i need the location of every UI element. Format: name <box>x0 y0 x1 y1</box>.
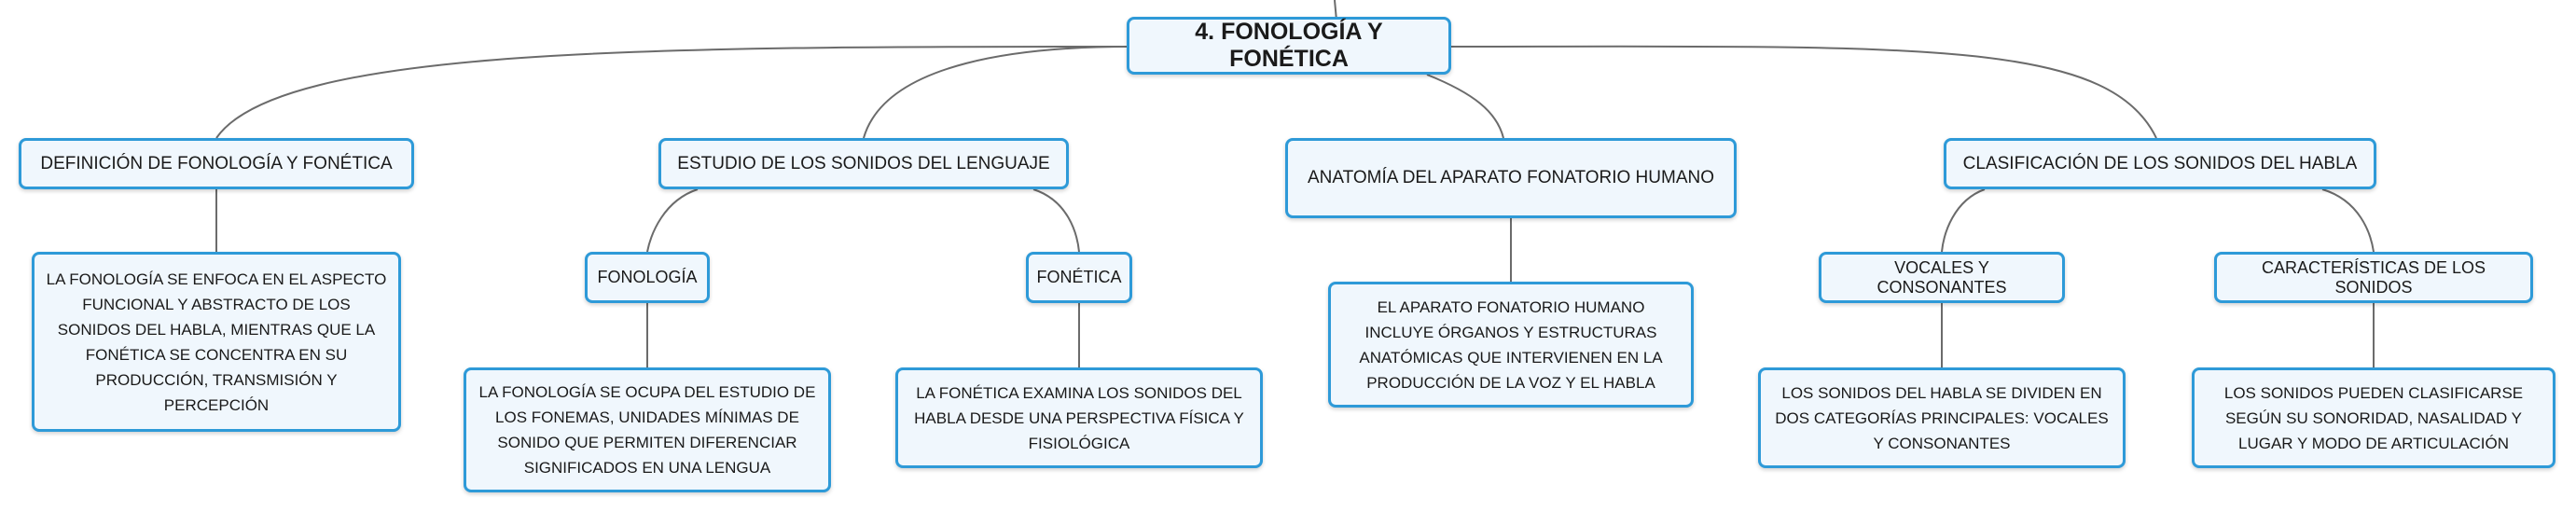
connector-root-to-estudio <box>863 46 1131 139</box>
subtopic-fonologia-label: FONOLOGÍA <box>597 268 698 286</box>
root-topic[interactable]: 4. FONOLOGÍA Y FONÉTICA <box>1127 17 1451 75</box>
description-fonetica-text: LA FONÉTICA EXAMINA LOS SONIDOS DEL HABL… <box>914 383 1244 452</box>
description-fonologia-text: LA FONOLOGÍA SE OCUPA DEL ESTUDIO DE LOS… <box>478 383 816 477</box>
topic-definicion[interactable]: DEFINICIÓN DE FONOLOGÍA Y FONÉTICA <box>19 138 414 189</box>
subtopic-caracteristicas[interactable]: CARACTERÍSTICAS DE LOS SONIDOS <box>2214 252 2533 303</box>
topic-clasificacion[interactable]: CLASIFICACIÓN DE LOS SONIDOS DEL HABLA <box>1944 138 2376 189</box>
topic-definicion-label: DEFINICIÓN DE FONOLOGÍA Y FONÉTICA <box>40 153 393 173</box>
subtopic-vocales-consonantes[interactable]: VOCALES Y CONSONANTES <box>1819 252 2065 303</box>
subtopic-fonetica[interactable]: FONÉTICA <box>1026 252 1132 303</box>
description-definicion[interactable]: LA FONOLOGÍA SE ENFOCA EN EL ASPECTO FUN… <box>32 252 401 432</box>
topic-anatomia[interactable]: ANATOMÍA DEL APARATO FONATORIO HUMANO <box>1285 138 1737 218</box>
subtopic-fonologia[interactable]: FONOLOGÍA <box>585 252 710 303</box>
topic-clasificacion-label: CLASIFICACIÓN DE LOS SONIDOS DEL HABLA <box>1962 153 2358 173</box>
subtopic-caracteristicas-label: CARACTERÍSTICAS DE LOS SONIDOS <box>2261 257 2486 297</box>
description-vocales-consonantes-text: LOS SONIDOS DEL HABLA SE DIVIDEN EN DOS … <box>1775 383 2109 452</box>
topic-estudio[interactable]: ESTUDIO DE LOS SONIDOS DEL LENGUAJE <box>658 138 1069 189</box>
connector-root-to-definicion <box>215 46 1131 139</box>
connector-clasificacion-to-vocales <box>1941 188 1986 253</box>
connector-root-to-clasificacion <box>1447 45 2157 139</box>
topic-anatomia-label: ANATOMÍA DEL APARATO FONATORIO HUMANO <box>1307 168 1715 187</box>
subtopic-vocales-consonantes-label: VOCALES Y CONSONANTES <box>1877 257 2007 297</box>
description-definicion-text: LA FONOLOGÍA SE ENFOCA EN EL ASPECTO FUN… <box>46 270 387 414</box>
topic-estudio-label: ESTUDIO DE LOS SONIDOS DEL LENGUAJE <box>677 153 1050 173</box>
description-caracteristicas-text: LOS SONIDOS PUEDEN CLASIFICARSE SEGÚN SU… <box>2223 383 2524 452</box>
description-fonetica[interactable]: LA FONÉTICA EXAMINA LOS SONIDOS DEL HABL… <box>895 367 1263 468</box>
description-anatomia-text: EL APARATO FONATORIO HUMANO INCLUYE ÓRGA… <box>1359 298 1663 392</box>
connector-root-to-anatomia <box>1426 74 1504 139</box>
description-anatomia[interactable]: EL APARATO FONATORIO HUMANO INCLUYE ÓRGA… <box>1328 282 1694 408</box>
description-caracteristicas[interactable]: LOS SONIDOS PUEDEN CLASIFICARSE SEGÚN SU… <box>2192 367 2555 468</box>
subtopic-fonetica-label: FONÉTICA <box>1036 268 1122 286</box>
root-topic-label: 4. FONOLOGÍA Y FONÉTICA <box>1195 19 1383 72</box>
description-fonologia[interactable]: LA FONOLOGÍA SE OCUPA DEL ESTUDIO DE LOS… <box>464 367 831 492</box>
connector-estudio-to-fonetica <box>1032 188 1080 253</box>
connector-estudio-to-fonologia <box>646 188 699 253</box>
description-vocales-consonantes[interactable]: LOS SONIDOS DEL HABLA SE DIVIDEN EN DOS … <box>1758 367 2126 468</box>
connector-clasificacion-to-caracteristicas <box>2321 188 2375 253</box>
